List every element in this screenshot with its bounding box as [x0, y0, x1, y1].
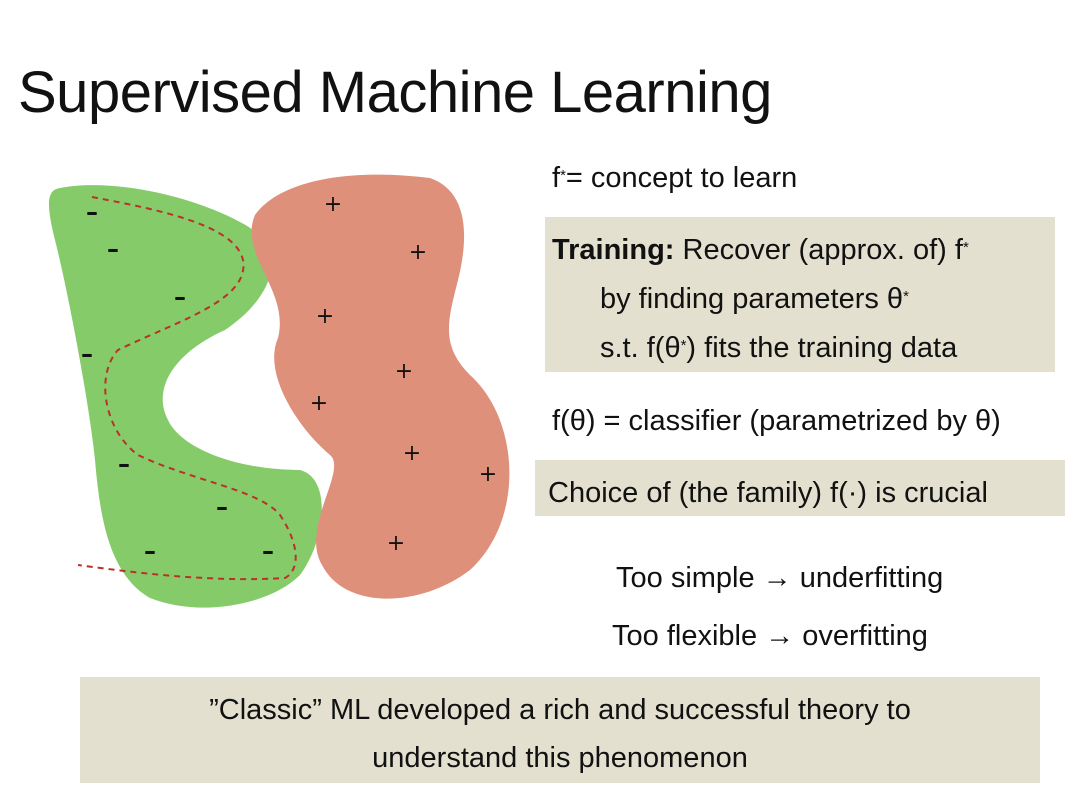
negative-sample: –	[262, 537, 274, 565]
training-line-1: Training: Recover (approx. of) f*	[552, 234, 969, 266]
negative-region	[48, 185, 322, 608]
positive-sample: +	[324, 192, 342, 217]
too-flexible-statement: Too flexible → overfitting	[612, 620, 928, 652]
choice-box	[535, 460, 1065, 516]
decision-boundary	[77, 196, 297, 581]
positive-sample: +	[479, 462, 497, 487]
negative-sample: –	[81, 340, 93, 368]
negative-sample: –	[118, 450, 130, 478]
positive-region	[251, 174, 510, 599]
positive-sample: +	[387, 531, 405, 556]
too-simple-statement: Too simple → underfitting	[616, 562, 944, 594]
positive-sample: +	[316, 304, 334, 329]
positive-sample: +	[310, 391, 328, 416]
positive-sample: +	[395, 359, 413, 384]
negative-sample: –	[107, 235, 119, 263]
negative-sample: –	[216, 493, 228, 521]
page-title: Supervised Machine Learning	[18, 60, 772, 125]
choice-statement: Choice of (the family) f(·) is crucial	[548, 477, 988, 509]
positive-sample: +	[403, 441, 421, 466]
classic-line-1: ”Classic” ML developed a rich and succes…	[209, 694, 911, 726]
negative-sample: –	[86, 198, 98, 226]
classic-line-2: understand this phenomenon	[372, 742, 748, 774]
training-box	[545, 217, 1055, 372]
training-line-3: s.t. f(θ*) fits the training data	[600, 332, 958, 364]
negative-sample: –	[174, 283, 186, 311]
training-line-2: by finding parameters θ*	[600, 283, 909, 315]
classification-diagram: ––––––––++++++++	[48, 174, 510, 608]
concept-definition: f*= concept to learn	[552, 162, 798, 194]
negative-sample: –	[144, 537, 156, 565]
classic-box	[80, 677, 1040, 783]
positive-sample: +	[409, 240, 427, 265]
classifier-definition: f(θ) = classifier (parametrized by θ)	[552, 405, 1001, 437]
